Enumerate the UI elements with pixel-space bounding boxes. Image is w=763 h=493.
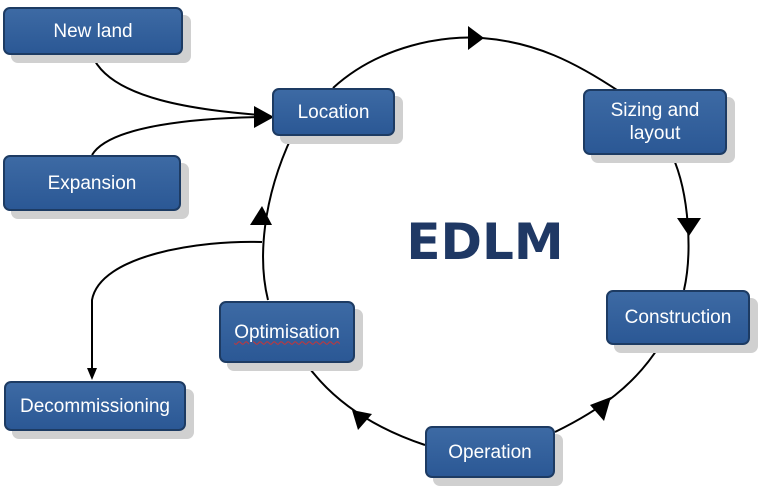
node-construction-label: Construction — [624, 307, 732, 328]
node-optimisation-label: Optimisation — [234, 321, 340, 343]
arc-expansion-to-location — [91, 116, 261, 156]
arc-operation-to-optimisation — [304, 361, 426, 446]
arrowhead-lower-right — [590, 397, 611, 421]
node-decommissioning: Decommissioning — [4, 381, 186, 431]
node-sizing-line1: Sizing and — [610, 100, 700, 121]
node-sizing-and-layout: Sizing and layout — [583, 89, 727, 155]
node-new-land-label: New land — [53, 20, 133, 42]
arc-newland-to-location — [91, 54, 261, 116]
node-decommissioning-label: Decommissioning — [20, 395, 170, 417]
node-sizing-line2: layout — [629, 123, 681, 144]
node-optimisation: Optimisation — [219, 301, 355, 363]
arrowhead-into-location — [254, 106, 274, 128]
node-location-label: Location — [297, 101, 370, 123]
arrowhead-right — [677, 218, 701, 236]
node-construction: Construction — [606, 290, 750, 345]
arrowhead-lower-left — [352, 410, 372, 430]
node-operation: Operation — [425, 426, 555, 478]
node-new-land: New land — [3, 7, 183, 55]
node-expansion: Expansion — [3, 155, 181, 211]
node-sizing-and-layout-text: Sizing and layout — [611, 99, 700, 145]
node-expansion-label: Expansion — [47, 172, 137, 194]
arrowhead-into-decommissioning — [87, 368, 97, 380]
diagram-title: EDLM — [406, 213, 564, 271]
arrowhead-left — [250, 206, 272, 225]
arc-construction-to-operation — [554, 344, 661, 433]
node-operation-label: Operation — [448, 441, 532, 463]
arrowhead-top — [468, 26, 484, 50]
arc-optimisation-to-location — [262, 135, 293, 301]
arc-cycle-to-decommissioning — [91, 240, 263, 374]
arc-location-to-sizing — [332, 36, 621, 93]
node-location: Location — [272, 88, 395, 136]
